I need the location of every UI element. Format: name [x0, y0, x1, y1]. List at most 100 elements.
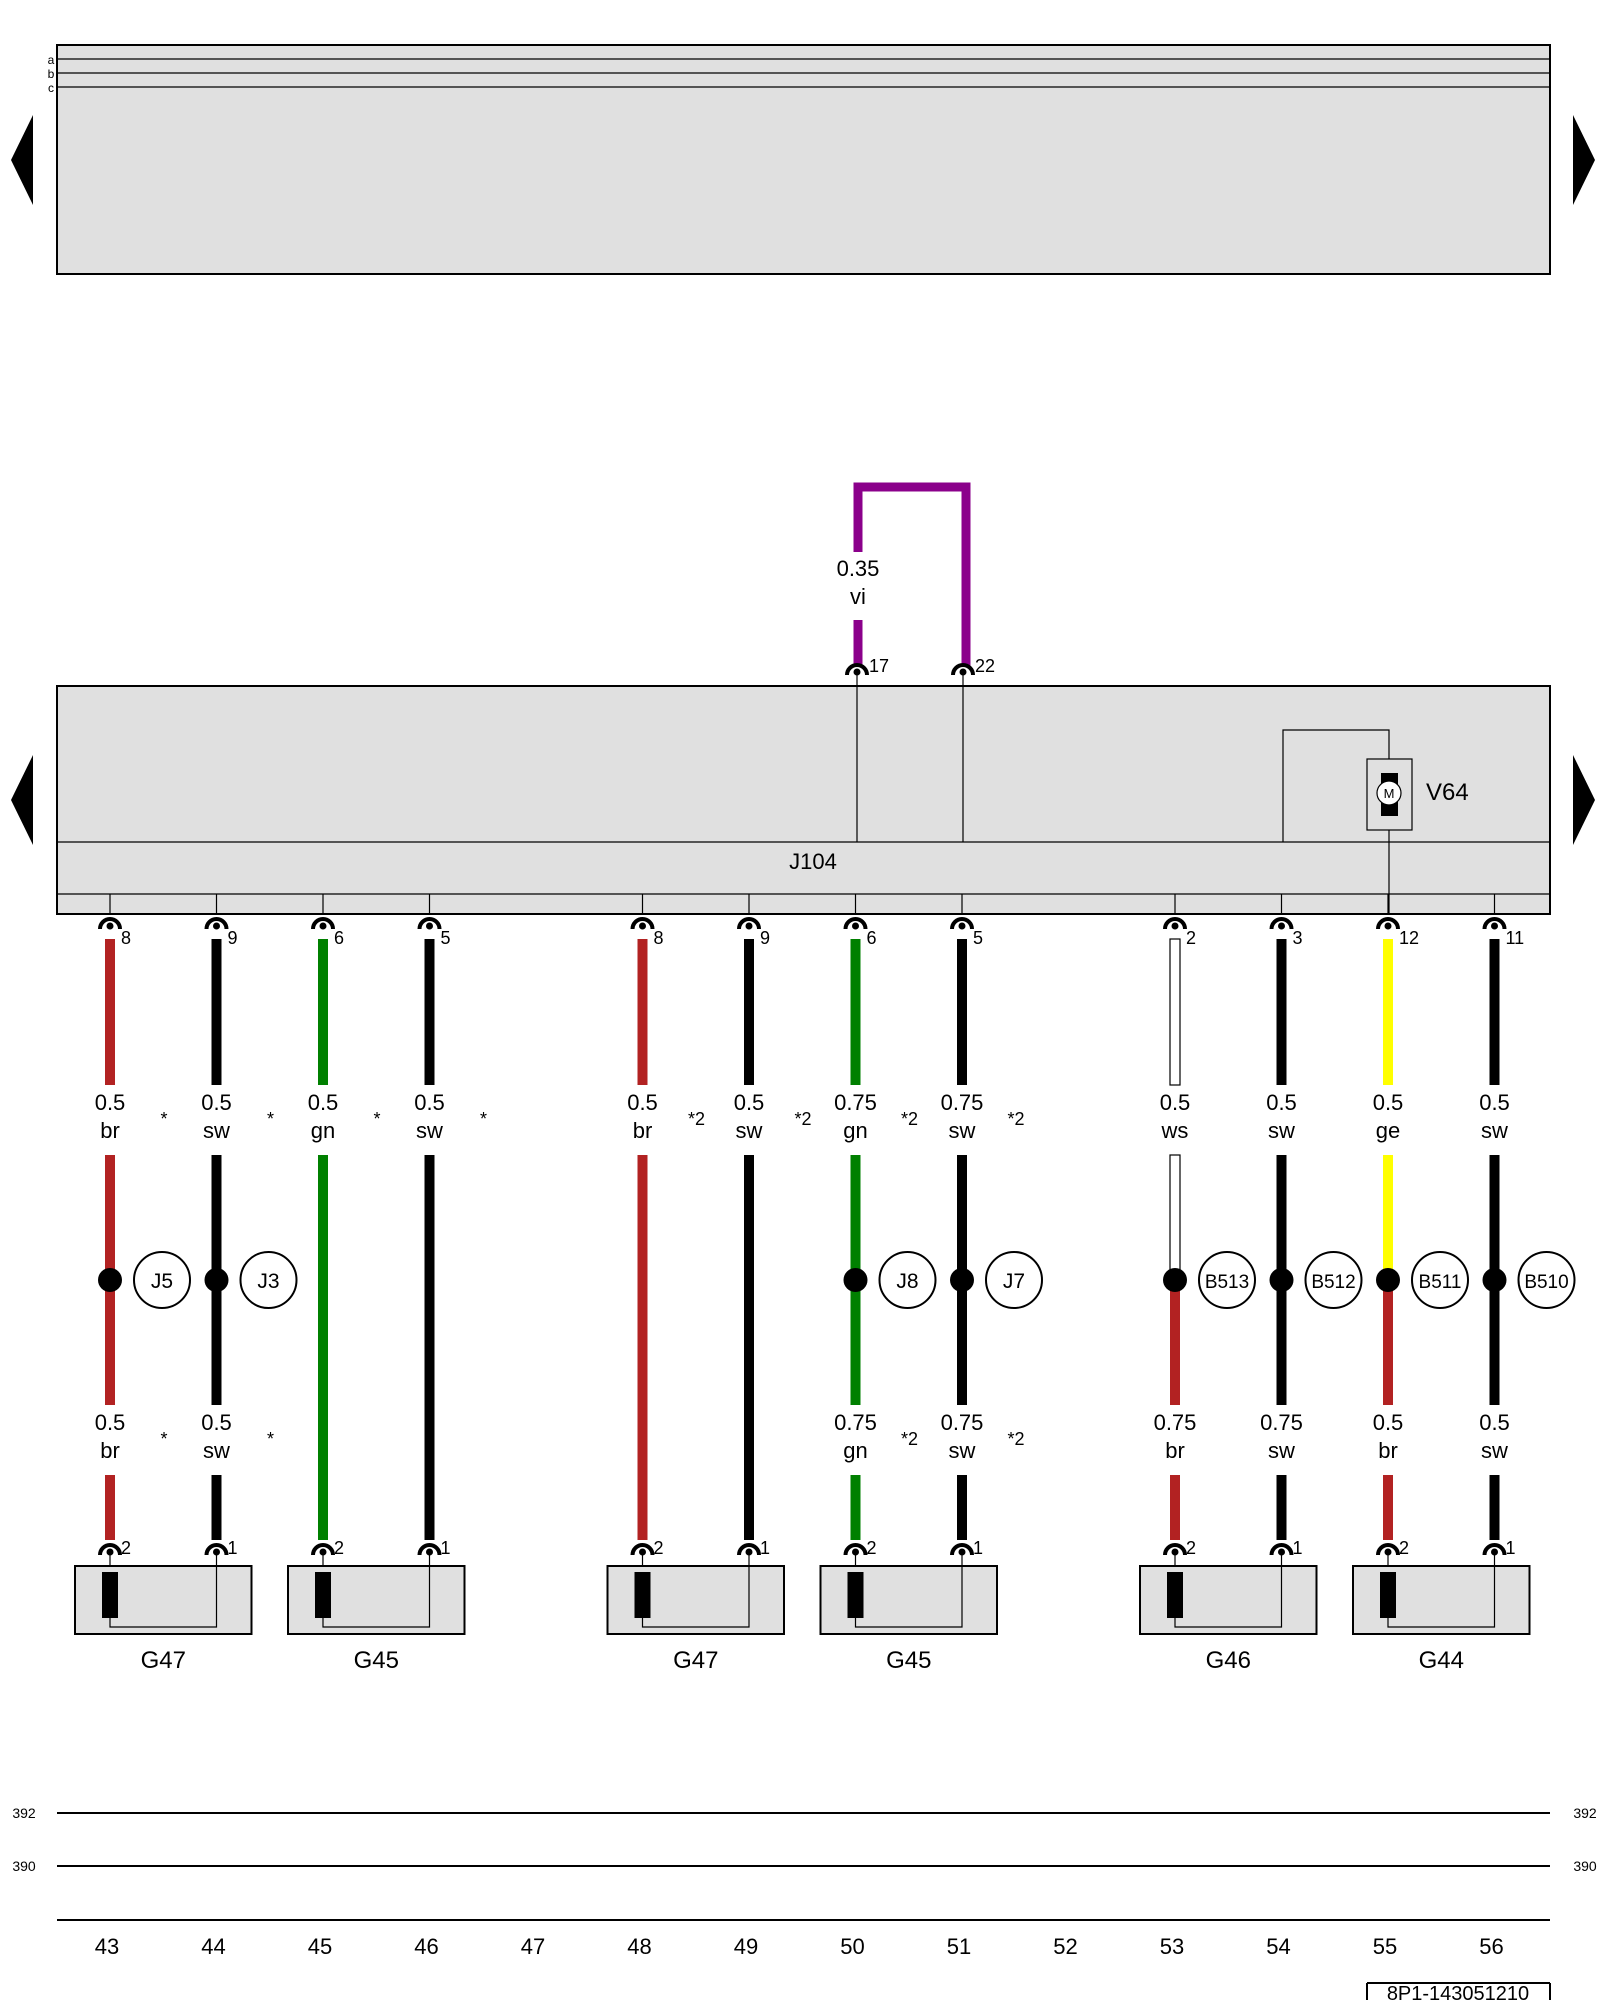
top-bar-label-b: b — [48, 67, 55, 81]
bottom-pin-label: 2 — [1186, 1538, 1196, 1558]
wire-col-49: 90.5sw*21 — [734, 894, 812, 1566]
top-pin-label: 3 — [1293, 928, 1303, 948]
splice-dot — [843, 1268, 868, 1292]
wire-size-upper: 0.5 — [414, 1090, 445, 1115]
bottom-pin-label: 1 — [760, 1538, 770, 1558]
splice-badge — [1517, 1251, 1576, 1309]
bottom-pin — [1163, 1543, 1187, 1556]
column-number: 56 — [1479, 1934, 1503, 1959]
wire-color-lower: sw — [949, 1438, 976, 1463]
wire-note-upper: *2 — [688, 1109, 705, 1129]
bottom-pin — [1376, 1543, 1400, 1556]
wire-color-upper: sw — [949, 1118, 976, 1143]
wire-color-upper: sw — [1268, 1118, 1295, 1143]
top-pin — [630, 917, 655, 930]
nav-right-arrow-top[interactable] — [1573, 115, 1595, 205]
top-pin — [98, 917, 122, 930]
bottom-pin — [843, 1543, 868, 1556]
wire-note-lower: *2 — [1007, 1429, 1024, 1449]
bottom-pin — [950, 1543, 974, 1556]
wire-size-lower: 0.75 — [1154, 1410, 1197, 1435]
column-number: 46 — [414, 1934, 438, 1959]
wire-note-lower: * — [160, 1429, 167, 1449]
column-number: 52 — [1053, 1934, 1077, 1959]
splice-dot — [204, 1268, 229, 1292]
bottom-pin — [630, 1543, 655, 1556]
wire-size-lower: 0.75 — [834, 1410, 877, 1435]
wire-size-upper: 0.5 — [1266, 1090, 1297, 1115]
sensor-g45: G45 — [287, 1565, 466, 1674]
ground-392-left: 392 — [12, 1805, 36, 1821]
wire-color-upper: gn — [843, 1118, 867, 1143]
column-number: 50 — [840, 1934, 864, 1959]
top-pin — [950, 917, 974, 930]
bottom-pin — [737, 1543, 761, 1556]
nav-right-arrow-mid[interactable] — [1573, 755, 1595, 845]
wire-upper-segment — [1169, 938, 1181, 1086]
wire-size-upper: 0.5 — [1160, 1090, 1191, 1115]
wire-size-upper: 0.75 — [834, 1090, 877, 1115]
sensor-label: G45 — [886, 1647, 931, 1674]
wire-color-lower: gn — [843, 1438, 867, 1463]
wire-color-upper: sw — [203, 1118, 230, 1143]
top-pin — [737, 917, 761, 930]
bottom-pin — [417, 1543, 442, 1556]
top-pin — [1376, 917, 1400, 930]
top-pin — [1163, 917, 1187, 930]
sensor-label: G44 — [1419, 1647, 1464, 1674]
sensor-g46: G46 — [1139, 1565, 1318, 1674]
bridge-pin-label: 22 — [975, 656, 995, 676]
bridge-pin-22 — [951, 663, 975, 676]
nav-left-arrow-top[interactable] — [11, 115, 33, 205]
footer: 8P1-143051210 — [1366, 1982, 1551, 2000]
wire-size-upper: 0.5 — [95, 1090, 126, 1115]
wire-color-upper: sw — [416, 1118, 443, 1143]
wire-col-43: 80.5br*0.5br*J52 — [95, 894, 191, 1566]
column-number: 53 — [1160, 1934, 1184, 1959]
splice-dot — [98, 1268, 122, 1292]
wire-size-lower: 0.5 — [201, 1410, 232, 1435]
wires-layer: 80.5br*0.5br*J5290.5sw*0.5sw*J3160.5gn*2… — [95, 894, 1576, 1566]
sensor-label: G45 — [354, 1647, 399, 1674]
wire-col-48: 80.5br*22 — [627, 894, 705, 1566]
wire-col-44: 90.5sw*0.5sw*J31 — [201, 894, 298, 1566]
top-bar-label-a: a — [48, 53, 55, 67]
sensor-g47: G47 — [606, 1565, 785, 1674]
column-number: 55 — [1373, 1934, 1397, 1959]
top-pin-label: 9 — [760, 928, 770, 948]
top-pin-label: 6 — [334, 928, 344, 948]
bridge-wire-size: 0.35 — [837, 556, 880, 581]
control-unit-j104: J104 — [56, 675, 1551, 915]
top-pin — [843, 917, 868, 930]
wire-color-lower: br — [1378, 1438, 1398, 1463]
column-number: 47 — [521, 1934, 545, 1959]
wire-note-upper: *2 — [1007, 1109, 1024, 1129]
wire-color-lower: sw — [1481, 1438, 1508, 1463]
sensor-label: G47 — [673, 1647, 718, 1674]
wire-note-upper: * — [267, 1109, 274, 1129]
wire-size-lower: 0.75 — [941, 1410, 984, 1435]
column-number: 48 — [627, 1934, 651, 1959]
motor-symbol: M — [1384, 786, 1395, 801]
wire-col-45: 60.5gn*2 — [308, 894, 381, 1566]
bottom-pin — [204, 1543, 229, 1556]
ground-390-left: 390 — [12, 1858, 36, 1874]
wire-size-lower: 0.5 — [1479, 1410, 1510, 1435]
bottom-pin-label: 2 — [121, 1538, 131, 1558]
wire-note-upper: * — [480, 1109, 487, 1129]
bottom-pin-label: 2 — [1399, 1538, 1409, 1558]
top-bar: a b c — [48, 44, 1551, 275]
wire-color-lower: br — [100, 1438, 120, 1463]
bottom-pin-label: 2 — [654, 1538, 664, 1558]
column-number: 54 — [1266, 1934, 1290, 1959]
top-pin-label: 6 — [867, 928, 877, 948]
nav-left-arrow-mid[interactable] — [11, 755, 33, 845]
wire-mid-upper-segment — [1169, 1154, 1181, 1281]
splice-badge — [133, 1251, 191, 1309]
wire-note-lower: *2 — [901, 1429, 918, 1449]
